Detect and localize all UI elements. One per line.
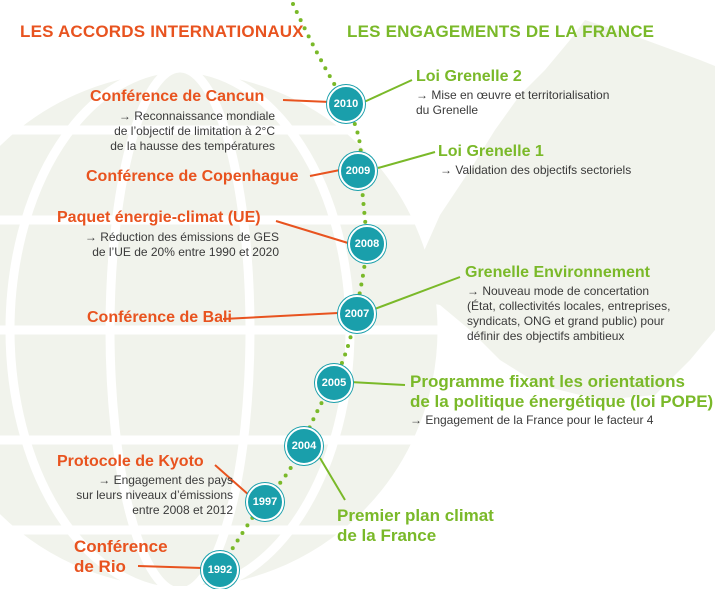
event-rio-title: Conférence de Rio bbox=[74, 537, 168, 576]
connector-rio bbox=[137, 565, 203, 569]
node-1992: 1992 bbox=[201, 551, 239, 589]
node-2007: 2007 bbox=[338, 295, 376, 333]
event-kyoto-title: Protocole de Kyoto bbox=[57, 453, 204, 470]
event-pope-title: Programme fixant les orientations de la … bbox=[410, 372, 714, 411]
event-grenelle1-desc: → Validation des objectifs sectoriels bbox=[440, 163, 632, 177]
connector-grenelle2 bbox=[363, 79, 413, 103]
event-grenelle-env-title: Grenelle Environnement bbox=[465, 264, 650, 281]
event-kyoto-desc: → Engagement des pays sur leurs niveaux … bbox=[76, 473, 233, 517]
event-paquet-desc: → Réduction des émissions de GES de l’UE… bbox=[84, 230, 279, 259]
event-grenelle-env-desc: → Nouveau mode de concertation (État, co… bbox=[467, 284, 671, 343]
connector-grenelle-env bbox=[371, 276, 461, 311]
connector-plan-climat bbox=[319, 457, 346, 501]
event-copenhague-title: Conférence de Copenhague bbox=[86, 168, 299, 185]
header-international-accords: LES ACCORDS INTERNATIONAUX bbox=[20, 22, 304, 41]
event-paquet-title: Paquet énergie-climat (UE) bbox=[57, 209, 261, 226]
connector-pope bbox=[349, 381, 406, 386]
connector-cancun bbox=[282, 99, 331, 103]
map-background bbox=[415, 20, 715, 400]
node-2004: 2004 bbox=[285, 427, 323, 465]
connector-paquet bbox=[275, 220, 349, 244]
connector-kyoto bbox=[214, 464, 251, 497]
event-grenelle2-title: Loi Grenelle 2 bbox=[416, 68, 522, 85]
event-plan-climat-title: Premier plan climat de la France bbox=[337, 506, 494, 545]
event-bali-title: Conférence de Bali bbox=[87, 309, 232, 326]
header-france-commitments: LES ENGAGEMENTS DE LA FRANCE bbox=[347, 22, 655, 41]
event-grenelle2-desc: → Mise en œuvre et territorialisation du… bbox=[416, 88, 610, 117]
connector-bali bbox=[222, 312, 339, 320]
event-cancun-title: Conférence de Cancun bbox=[90, 88, 265, 105]
connector-grenelle1 bbox=[377, 151, 436, 169]
node-1997: 1997 bbox=[246, 483, 284, 521]
event-grenelle1-title: Loi Grenelle 1 bbox=[438, 143, 544, 160]
connector-copenhague bbox=[309, 169, 341, 177]
node-2010: 2010 bbox=[327, 85, 365, 123]
event-pope-desc: → Engagement de la France pour le facteu… bbox=[410, 413, 654, 427]
node-2009: 2009 bbox=[339, 152, 377, 190]
node-2005: 2005 bbox=[315, 364, 353, 402]
event-cancun-desc: → Reconnaissance mondiale de l’objectif … bbox=[110, 109, 275, 153]
node-2008: 2008 bbox=[348, 225, 386, 263]
